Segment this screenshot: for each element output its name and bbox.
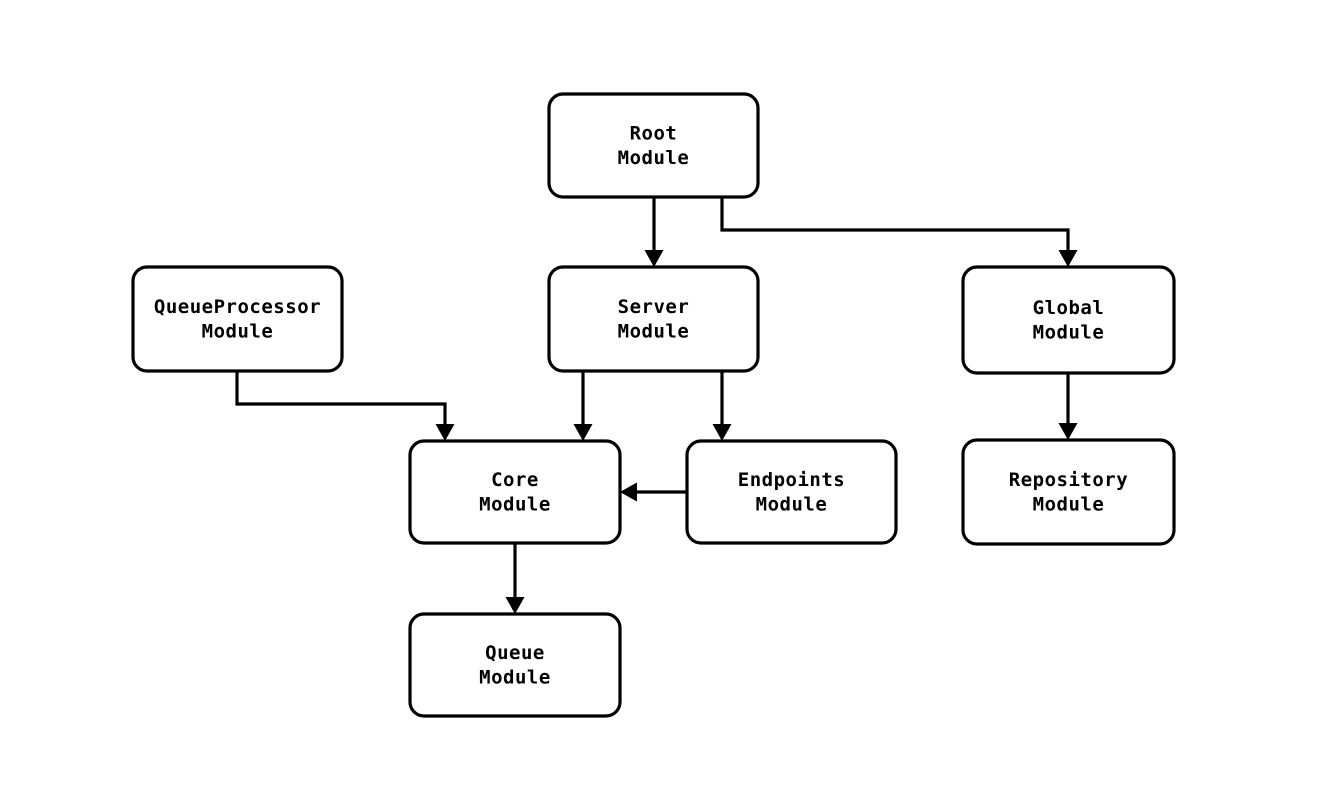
arrowhead-icon	[644, 250, 664, 267]
edge-core-queue	[505, 543, 525, 614]
arrowhead-icon	[435, 424, 455, 441]
node-box[interactable]	[961, 265, 1176, 375]
node-box[interactable]	[408, 439, 622, 545]
arrowhead-icon	[505, 597, 525, 614]
arrowhead-icon	[1058, 423, 1078, 440]
edges-layer	[235, 197, 1078, 614]
node-box[interactable]	[408, 612, 622, 718]
arrowhead-icon	[1058, 250, 1078, 267]
edge-server-core	[573, 371, 593, 441]
edge-root-server	[644, 197, 664, 267]
node-box[interactable]	[961, 438, 1176, 546]
edge-line	[235, 371, 447, 429]
edge-endpoints-core	[620, 482, 687, 502]
edge-queueprocessor-core	[235, 371, 455, 441]
arrowhead-icon	[620, 482, 637, 502]
node-box[interactable]	[685, 439, 898, 545]
edge-server-endpoints	[712, 371, 732, 441]
node-box[interactable]	[547, 92, 760, 199]
node-box[interactable]	[131, 265, 344, 373]
arrowhead-icon	[712, 424, 732, 441]
arrowhead-icon	[573, 424, 593, 441]
edge-global-repository	[1058, 373, 1078, 440]
node-box[interactable]	[547, 265, 760, 373]
edge-root-global	[720, 197, 1078, 267]
edge-line	[720, 197, 1070, 255]
